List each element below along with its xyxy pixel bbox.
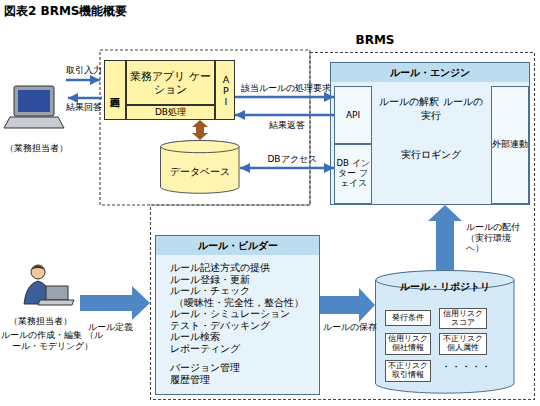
rule-engine-box: ルール・エンジンルールの解釈 ルールの実行実行ロギング API DB インター フェ… (330, 62, 530, 205)
answer-arrow (68, 97, 102, 100)
edge-label: 該当ルールの処理要求 (240, 83, 332, 94)
text-label: （業務担当者） (0, 316, 80, 327)
cylinder-top (161, 141, 240, 153)
database-cylinder: データベース (160, 140, 240, 195)
flow-arrow (235, 96, 334, 99)
flow-arrow (235, 114, 334, 117)
pc-screen (18, 90, 50, 112)
person-laptop (46, 286, 68, 300)
rule-item-box: 不正リスク 取引情報 (385, 360, 431, 382)
block-arrow (192, 120, 208, 140)
node-heading: 不正リスク 個人属性 (440, 335, 486, 352)
person-laptop-base (38, 300, 74, 305)
node-heading: 不正リスク 取引情報 (386, 362, 430, 379)
api-box: API (215, 60, 235, 120)
node-text: 実行ロギング (375, 149, 487, 161)
app-box: 業務アプリ ケーション (126, 60, 215, 105)
node-text: ルール検索 (170, 331, 220, 343)
block-arrow (428, 205, 462, 270)
node-text: レポーティング (170, 343, 240, 355)
node-heading: ルール・エンジン (331, 63, 529, 82)
diagram-title: 図表2 BRMS機能概要 (4, 4, 128, 19)
node-text: ルール記述方式の提供 (170, 262, 270, 274)
rule-item-box: 不正リスク 個人属性 (439, 333, 487, 355)
node-heading: 業務アプリ ケーション (127, 70, 214, 94)
node-text: ルール・シミュレーション (170, 308, 290, 320)
rule-repository-cylinder: ルール・リポジトリ・・・・・ 発行条件 信用リスク スコア信用リスク 個社情報不正リ… (375, 270, 515, 395)
rule-item-box: 信用リスク 個社情報 (385, 333, 431, 355)
input-arrow (66, 79, 100, 82)
node-heading: DB処理 (155, 107, 186, 117)
node-text: （曖昧性・完全性，整合性） (170, 297, 304, 309)
node-text: ルール・チェック (170, 285, 250, 297)
db-process-box: DB処理 (126, 105, 215, 120)
text-label: ルールの作成・編集 （ルール・モデリング） (0, 330, 104, 353)
rule-item-box: 信用リスク スコア (439, 308, 487, 329)
text-label: （業務担当者） (0, 143, 72, 154)
text-label: 結果回答 (66, 102, 110, 113)
edge-label: ルールの配付 （実行環境へ） (466, 222, 528, 254)
pc-keyboard (4, 117, 64, 128)
node-text: ・・・・・ (441, 362, 491, 373)
edge-label: ルールの保存 (320, 322, 380, 333)
node-heading: API (346, 110, 360, 120)
node-heading: DB インター フェイス (335, 159, 371, 188)
node-text: ルールの解釈 ルールの実行 (375, 95, 487, 122)
screen-box: 画面処理 (104, 60, 126, 120)
block-arrow (320, 288, 375, 322)
node-heading: 信用リスク 個社情報 (386, 335, 430, 352)
node-text: バージョン管理 (170, 362, 240, 374)
node-text: 履歴管理 (170, 374, 210, 386)
rule-item-box: 発行条件 (385, 310, 431, 326)
db-interface-box: DB インター フェイス (334, 144, 372, 204)
node-heading: ルール・ビルダー (156, 236, 319, 255)
pc-monitor (14, 86, 54, 116)
node-heading: BRMS (345, 34, 405, 48)
node-heading: 発行条件 (392, 314, 424, 323)
cylinder-body (161, 141, 240, 194)
person-hair (31, 266, 45, 271)
cylinder-body (376, 271, 515, 393)
node-heading: 信用リスク スコア (440, 310, 486, 327)
text-label: 取引入力 (66, 65, 110, 76)
engine-api-box: API (334, 86, 372, 144)
node-text: ルール登録・更新 (170, 274, 250, 286)
person-head (31, 265, 45, 279)
node-heading: データベース (170, 167, 230, 178)
node-heading: ルール・リポジトリ (375, 282, 515, 293)
external-link-box: 外部連動 (491, 86, 529, 204)
edge-label: DBアクセス (262, 154, 322, 165)
node-heading: API (220, 74, 231, 107)
node-text: テスト・デバッキング (170, 320, 270, 332)
define-arrow (80, 286, 150, 320)
node-heading: 外部連動 (492, 140, 528, 150)
flow-arrow (240, 167, 334, 170)
brms-boundary (151, 53, 535, 400)
rule-builder-box: ルール・ビルダールール記述方式の提供ルール登録・更新ルール・チェック（曖昧性・完… (155, 235, 320, 395)
edge-label: 結果返答 (262, 120, 312, 131)
